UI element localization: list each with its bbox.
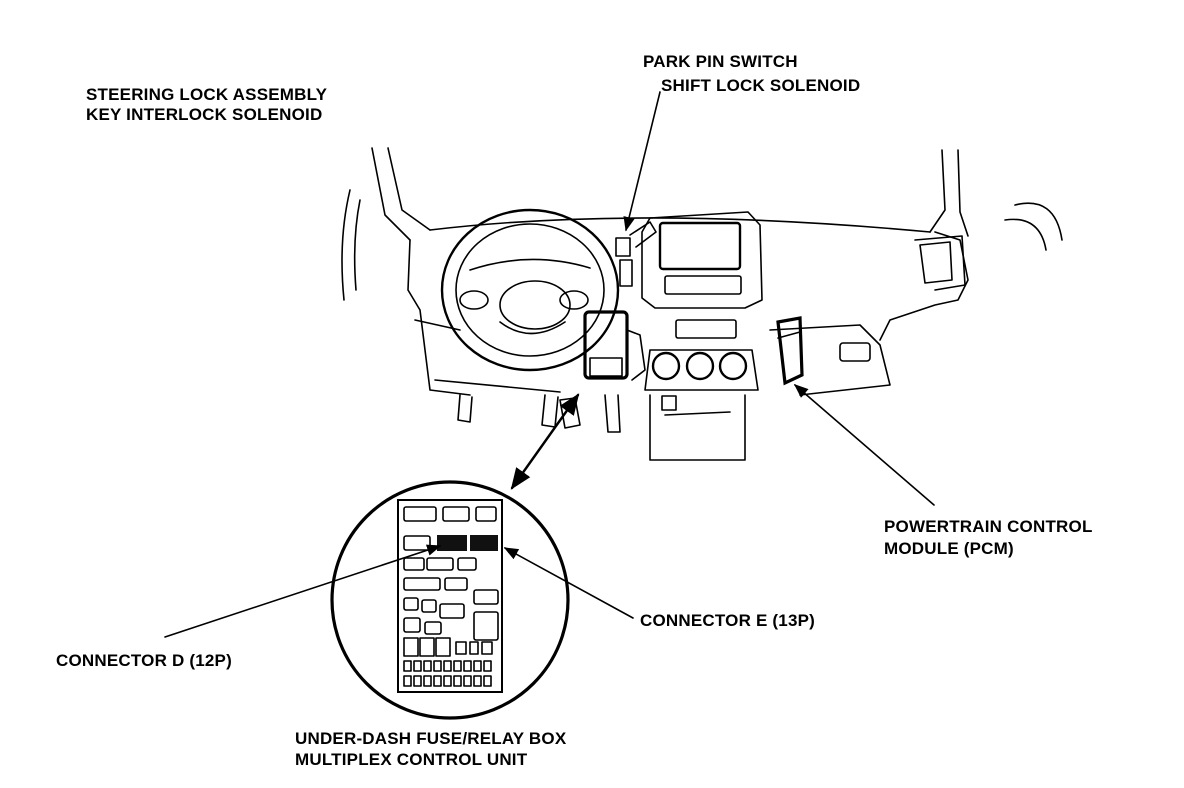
- label-key-interlock-solenoid: KEY INTERLOCK SOLENOID: [86, 105, 323, 124]
- connector-e-leader: [503, 547, 634, 619]
- leader-lines: [164, 91, 935, 638]
- connector-d-leader: [164, 544, 442, 638]
- label-fuse-relay-box: UNDER-DASH FUSE/RELAY BOX: [295, 729, 567, 748]
- magnifier-arrow: [510, 393, 580, 490]
- label-connector-d: CONNECTOR D (12P): [56, 651, 232, 670]
- dashboard-outline: [407, 231, 969, 396]
- shift-lever: [615, 221, 657, 287]
- label-connector-e: CONNECTOR E (13P): [640, 611, 816, 630]
- park-pin-leader: [623, 91, 661, 232]
- connector-e-block: [470, 535, 498, 551]
- label-pcm-line1: POWERTRAIN CONTROL: [884, 517, 1093, 536]
- connector-d-block: [437, 535, 467, 551]
- fuse-row-1: [403, 660, 492, 672]
- label-shift-lock-solenoid: SHIFT LOCK SOLENOID: [661, 76, 861, 95]
- fuse-row-2: [403, 675, 492, 687]
- fuse-box-magnifier: [330, 480, 570, 720]
- steering-lock-assembly: [583, 310, 646, 381]
- pedals: [457, 394, 621, 433]
- pcm-leader: [793, 384, 935, 506]
- pcm-module: [776, 316, 804, 386]
- steering-wheel: [440, 208, 620, 372]
- label-park-pin-switch: PARK PIN SWITCH: [643, 52, 798, 71]
- label-pcm-line2: MODULE (PCM): [884, 539, 1014, 558]
- label-steering-lock-assembly: STEERING LOCK ASSEMBLY: [86, 85, 328, 104]
- center-console: [641, 211, 763, 461]
- label-multiplex-control-unit: MULTIPLEX CONTROL UNIT: [295, 750, 528, 769]
